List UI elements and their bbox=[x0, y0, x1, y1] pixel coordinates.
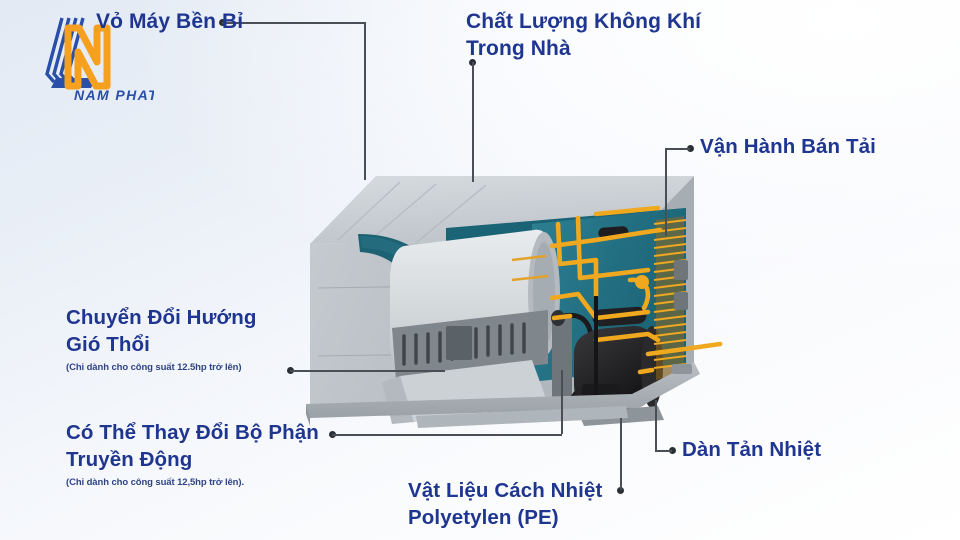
callout-line-2: Trong Nhà bbox=[466, 37, 571, 61]
callout-vat-lieu-cach-nhiet-polyetylen: Vật Liệu Cách Nhiệt Polyetylen (PE) bbox=[408, 478, 602, 531]
callout-line-2: Truyền Động bbox=[66, 447, 193, 471]
svg-text:NAM PHAT: NAM PHAT bbox=[74, 87, 154, 103]
callout-line-1: Có Thể Thay Đổi Bộ Phận bbox=[66, 421, 319, 444]
callout-line-2: Gió Thổi bbox=[66, 332, 150, 356]
callout-dan-tan-nhiet: Dàn Tản Nhiệt bbox=[682, 437, 821, 464]
leader-van-hanh-v bbox=[665, 148, 667, 236]
leader-dan-tan-h bbox=[655, 450, 672, 452]
nam-phat-logo: NAM PHAT bbox=[34, 12, 154, 104]
callout-vo-may-ben-bi: Vỏ Máy Bền Bỉ bbox=[96, 8, 243, 35]
chassis-base bbox=[306, 260, 700, 428]
piping-thin-lines bbox=[511, 254, 549, 282]
leader-vo-may-v bbox=[364, 22, 366, 180]
centrifugal-fan-blades bbox=[392, 310, 548, 380]
leader-vo-may-h bbox=[222, 22, 366, 24]
leader-vat-lieu-v bbox=[620, 418, 622, 490]
callout-line-1: Dàn Tản Nhiệt bbox=[682, 438, 822, 461]
callout-line-1: Vận Hành Bán Tải bbox=[700, 135, 876, 158]
leader-van-hanh-h bbox=[665, 148, 690, 150]
callout-chat-luong-khong-khi: Chất Lượng Không Khí Trong Nhà bbox=[466, 8, 701, 63]
service-valve bbox=[635, 275, 649, 289]
callout-van-hanh-ban-tai: Vận Hành Bán Tải bbox=[700, 134, 876, 161]
callout-note: (Chỉ dành cho công suất 12.5hp trở lên) bbox=[66, 362, 242, 374]
callout-line-1: Vật Liệu Cách Nhiệt bbox=[408, 479, 603, 502]
callout-line-1: Chuyển Đổi Hướng bbox=[66, 306, 257, 329]
callout-line-1: Vỏ Máy Bền Bỉ bbox=[96, 10, 244, 33]
leader-co-the-v bbox=[561, 370, 563, 434]
leader-dan-tan-v bbox=[655, 400, 657, 450]
callout-line-2: Polyetylen (PE) bbox=[408, 505, 559, 529]
leader-dot-van-hanh bbox=[687, 145, 694, 152]
leader-chat-luong-v bbox=[472, 62, 474, 182]
leader-co-the-h bbox=[332, 434, 562, 436]
leader-chuyen-doi-h bbox=[290, 370, 445, 372]
leader-dot-dan-tan bbox=[669, 447, 676, 454]
callout-co-the-thay-doi-bo-phan-truyen-dong: Có Thể Thay Đổi Bộ Phận Truyền Động (Chỉ… bbox=[66, 420, 319, 490]
leader-dot-vat-lieu bbox=[617, 487, 624, 494]
callout-line-1: Chất Lượng Không Khí bbox=[466, 10, 702, 33]
callout-note: (Chỉ dành cho công suất 12,5hp trở lên). bbox=[66, 477, 244, 489]
refrigerant-piping bbox=[549, 205, 723, 375]
nam-phat-logo-icon: NAM PHAT bbox=[45, 17, 154, 103]
callout-chuyen-doi-huong-gio-thoi: Chuyển Đổi Hướng Gió Thổi (Chỉ dành cho … bbox=[66, 305, 256, 375]
air-conditioner-cutaway-illustration bbox=[296, 168, 728, 458]
